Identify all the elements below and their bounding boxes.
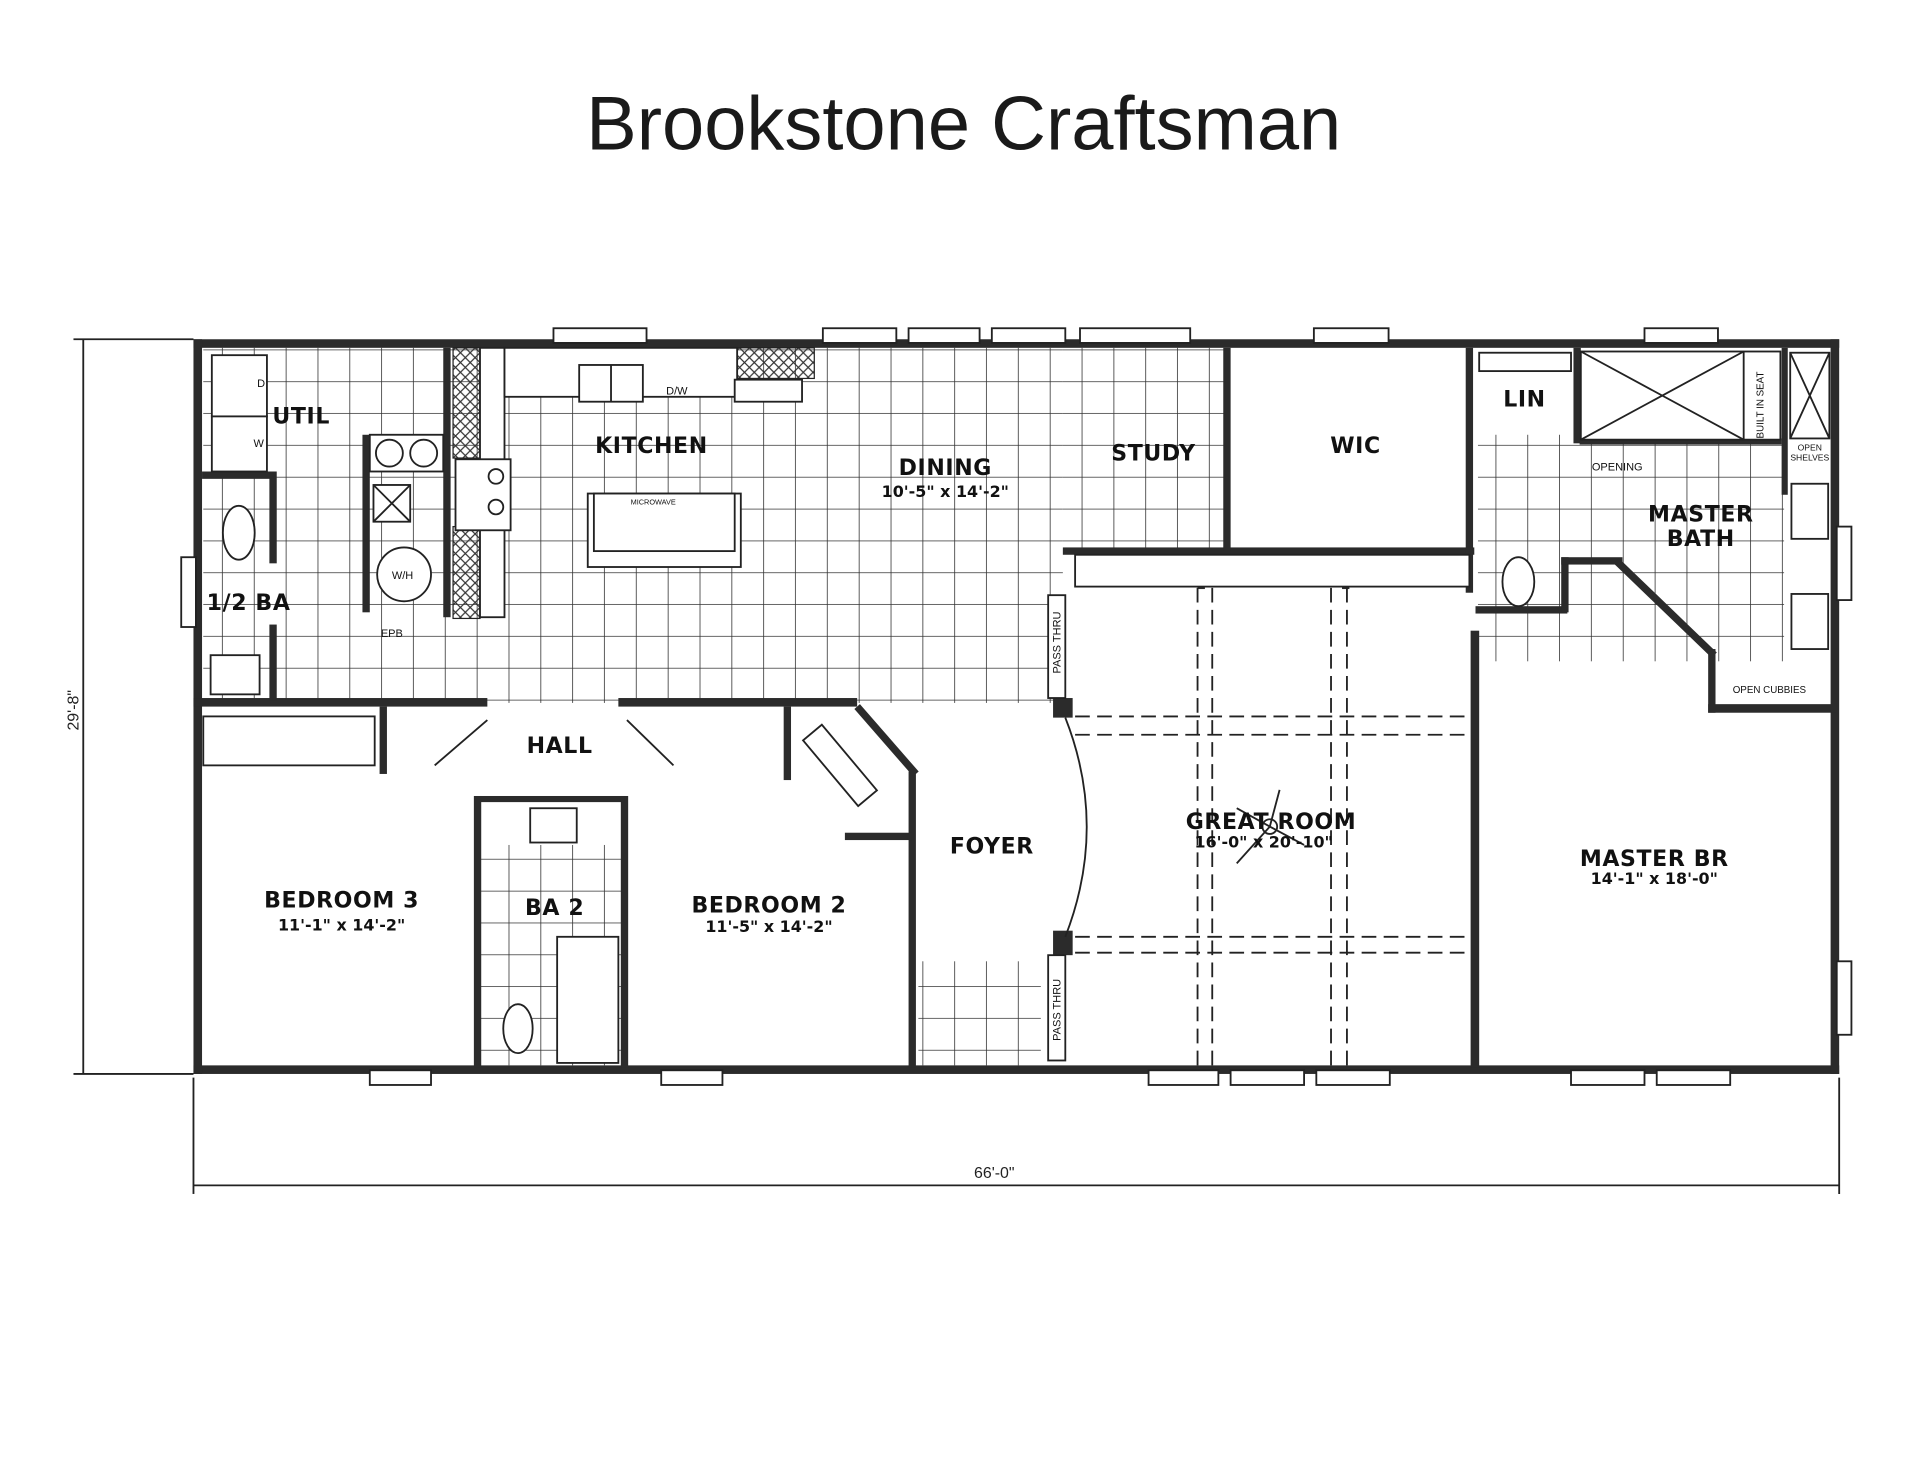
great-room-ceiling: [1074, 553, 1471, 1066]
foyer-door: [1047, 594, 1088, 1062]
dimension-depth: 29'-8": [65, 338, 194, 1075]
foyer-label: FOYER: [950, 835, 1034, 860]
lin-label: LIN: [1503, 388, 1546, 413]
bedroom3-label: BEDROOM 3: [264, 888, 419, 913]
great-room-label: GREAT ROOM: [1186, 810, 1357, 835]
tile-floors: [203, 347, 1785, 1066]
dryer-label: D: [257, 378, 265, 390]
great-room-size: 16'-0" x 20'-10": [1195, 832, 1333, 851]
dining-size: 10'-5" x 14'-2": [882, 482, 1009, 501]
ceiling-fan-icon: [1236, 789, 1305, 864]
utility-fixtures: D W W/H EPB: [210, 354, 445, 640]
half-bath-label: 1/2 BA: [207, 591, 291, 616]
master-bath-label-1: MASTER: [1648, 503, 1754, 528]
master-bath-label-2: BATH: [1667, 527, 1735, 552]
dimension-width: 66'-0": [192, 1077, 1841, 1194]
sink-icon: [578, 364, 644, 403]
water-heater-label: W/H: [392, 570, 413, 582]
tub-icon: [556, 935, 620, 1064]
built-in-seat-label: BUILT IN SEAT: [1755, 372, 1766, 439]
study-label: STUDY: [1111, 441, 1196, 466]
depth-label: 29'-8": [65, 690, 82, 731]
kitchen-island: MICROWAVE: [586, 492, 742, 568]
master-br-size: 14'-1" x 18'-0": [1591, 869, 1718, 888]
toilet-icon: [1501, 556, 1536, 608]
opening-label: OPENING: [1592, 461, 1643, 473]
open-cubbies-label: OPEN CUBBIES: [1733, 685, 1807, 696]
plan-title: Brookstone Craftsman: [586, 81, 1341, 166]
half-bath-fixtures: [209, 504, 261, 696]
wic-label: WIC: [1330, 434, 1381, 459]
range-icon: [487, 468, 505, 516]
kitchen-label: KITCHEN: [595, 434, 708, 459]
bedroom2-label: BEDROOM 2: [691, 893, 846, 918]
toilet-icon: [221, 504, 256, 561]
windows: [180, 327, 1853, 1086]
water-heater-icon: [376, 546, 432, 603]
epb-label: EPB: [381, 628, 403, 640]
hall-label: HALL: [527, 734, 593, 759]
washer-label: W: [253, 438, 264, 450]
bedroom3-size: 11'-1" x 14'-2": [278, 916, 405, 935]
dining-label: DINING: [899, 456, 992, 481]
kitchen-cabinets: D/W MICROWAVE: [452, 346, 815, 620]
pass-thru-label-bottom: PASS THRU: [1051, 979, 1063, 1041]
microwave-label: MICROWAVE: [631, 498, 676, 507]
master-bath-fixtures: BUILT IN SEAT OPEN SHELVES OPENING OPEN …: [1478, 350, 1831, 696]
toilet-icon: [502, 1003, 534, 1055]
pass-thru-label-top: PASS THRU: [1051, 611, 1063, 673]
dishwasher-label: D/W: [666, 385, 688, 397]
ba2-label: BA 2: [525, 896, 584, 921]
room-labels: UTIL KITCHEN DINING 10'-5" x 14'-2" STUD…: [207, 388, 1754, 936]
ba2-fixtures: [502, 807, 620, 1064]
util-label: UTIL: [272, 405, 330, 430]
sink-icon: [209, 654, 261, 696]
open-shelves-label-1: OPEN: [1798, 443, 1822, 453]
closets: [202, 715, 879, 808]
bedroom2-size: 11'-5" x 14'-2": [705, 917, 832, 936]
width-label: 66'-0": [974, 1165, 1015, 1182]
open-shelves-label-2: SHELVES: [1790, 452, 1829, 462]
master-br-label: MASTER BR: [1580, 847, 1729, 872]
interior-walls: [193, 347, 1836, 1068]
